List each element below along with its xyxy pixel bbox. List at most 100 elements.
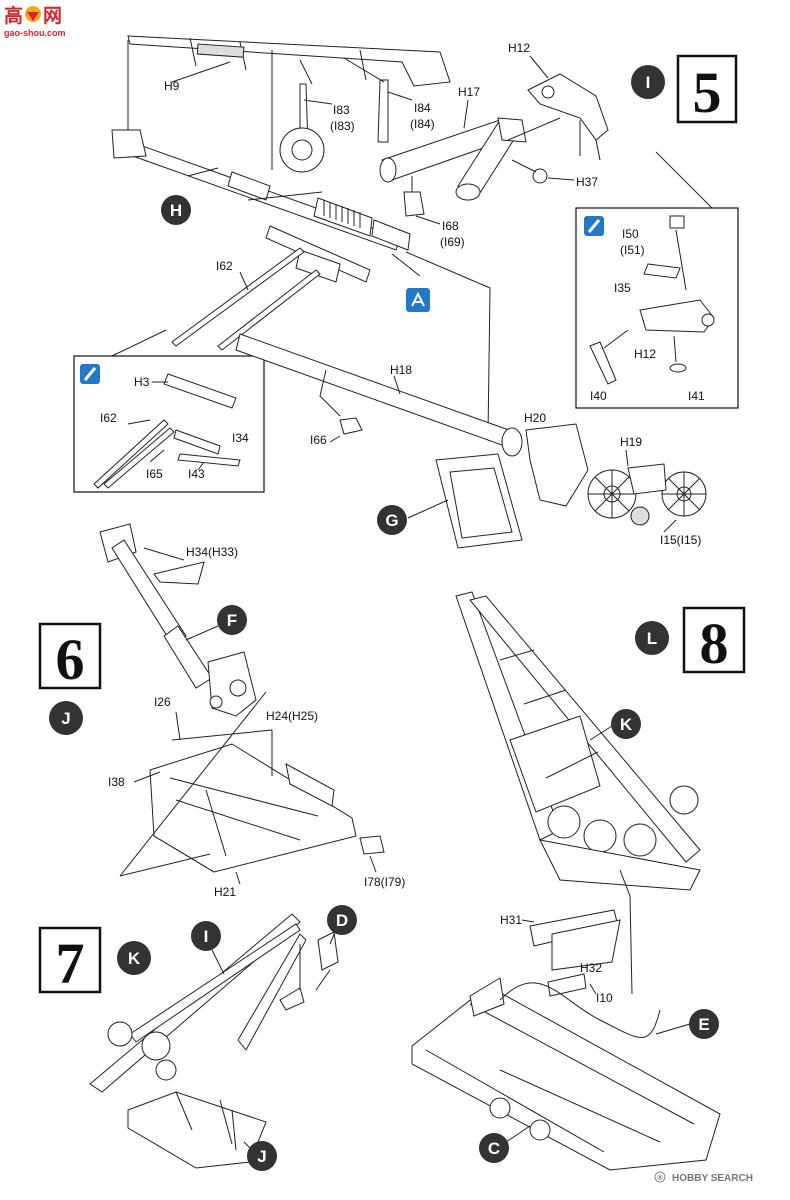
part-spring-assembly <box>265 225 371 283</box>
leader-f <box>185 625 219 641</box>
part-i66 <box>339 417 363 435</box>
callout-h: H <box>161 195 191 225</box>
label-i83b: (I83) <box>330 119 355 133</box>
leader-h12-arrow <box>507 117 561 141</box>
inset-left <box>73 355 265 493</box>
label-i38: I38 <box>108 775 125 789</box>
label-i62b: I62 <box>100 411 117 425</box>
label-i84b: (I84) <box>410 117 435 131</box>
watermark-logo-icon <box>25 6 41 22</box>
leader-h <box>187 167 219 177</box>
leader-h12 <box>529 55 549 79</box>
leader-h31 <box>521 919 535 923</box>
part-i84 <box>377 79 389 143</box>
label-h34: H34(H33) <box>186 545 238 559</box>
label-h32: H32 <box>580 961 602 975</box>
watermark-url: gao-shou.com <box>4 28 66 38</box>
label-i35: I35 <box>614 281 631 295</box>
callout-d: D <box>327 905 357 935</box>
label-i43: I43 <box>188 467 205 481</box>
part-step7-assembly <box>89 913 339 1169</box>
callout-e: E <box>689 1009 719 1039</box>
guide-line <box>247 191 323 201</box>
guide-lines <box>171 711 273 776</box>
label-i78: I78(I79) <box>364 875 405 889</box>
leader-i62 <box>239 271 249 291</box>
svg-text:K: K <box>128 949 141 968</box>
part-h20 <box>525 423 589 507</box>
svg-text:6: 6 <box>56 627 85 692</box>
label-i62: I62 <box>216 259 233 273</box>
leader-inset-left <box>111 329 167 357</box>
label-i41: I41 <box>688 389 705 403</box>
svg-text:C: C <box>488 1139 500 1158</box>
label-h31: H31 <box>500 913 522 927</box>
step-5-box: 5 <box>676 54 738 125</box>
part-i78 <box>359 835 385 855</box>
label-h3: H3 <box>134 375 150 389</box>
svg-text:L: L <box>647 629 657 648</box>
leader-c <box>505 1125 531 1143</box>
part-h34 <box>153 561 205 585</box>
step-8-sub-badge: L <box>635 621 669 655</box>
leader-g <box>407 499 449 519</box>
part-h37 <box>532 168 548 184</box>
label-i51: (I51) <box>620 243 645 257</box>
part-h21-base <box>119 691 357 877</box>
watermark-mark: ® <box>657 1174 663 1182</box>
label-h17: H17 <box>458 85 480 99</box>
part-g-frame <box>435 453 523 549</box>
label-i40: I40 <box>590 389 607 403</box>
leader-i38 <box>133 771 161 783</box>
svg-text:8: 8 <box>700 611 729 676</box>
step-7-box: 7 <box>38 926 102 996</box>
label-h18: H18 <box>390 363 412 377</box>
part-i62-rod <box>171 247 305 347</box>
label-h24: H24(H25) <box>266 709 318 723</box>
callout-k: K <box>611 709 641 739</box>
leader-i84 <box>387 91 413 101</box>
leader-i78 <box>369 855 377 873</box>
label-i65: I65 <box>146 467 163 481</box>
svg-text:J: J <box>257 1147 266 1166</box>
step-5-sub-badge: I <box>631 65 665 99</box>
part-h17-tubes <box>379 117 527 201</box>
svg-text:J: J <box>61 709 70 728</box>
guide-line-k <box>619 869 633 995</box>
callout-j: J <box>247 1141 277 1171</box>
callout-i: I <box>191 921 221 951</box>
part-h9-rail <box>127 35 451 87</box>
svg-text:G: G <box>385 511 398 530</box>
label-i83: I83 <box>333 103 350 117</box>
leader-h21 <box>235 871 241 885</box>
part-i68 <box>403 191 425 217</box>
leader-i15 <box>663 519 677 533</box>
leader-i <box>209 945 225 975</box>
label-i84: I84 <box>414 101 431 115</box>
label-h19: H19 <box>620 435 642 449</box>
label-i69: (I69) <box>440 235 465 249</box>
leader-i10 <box>589 983 597 995</box>
svg-text:K: K <box>620 715 633 734</box>
part-f-assembly <box>99 523 257 717</box>
inset-right <box>575 207 739 409</box>
leader-k <box>589 725 613 741</box>
svg-text:E: E <box>698 1015 709 1034</box>
leader-h34 <box>143 547 185 561</box>
guide-line-long <box>405 251 491 437</box>
label-h21: H21 <box>214 885 236 899</box>
step-6-box: 6 <box>38 622 102 692</box>
bottom-watermark: ® HOBBY SEARCH <box>654 1171 753 1184</box>
label-i10: I10 <box>596 991 613 1005</box>
decal-marker-icon <box>406 288 430 312</box>
label-i26: I26 <box>154 695 171 709</box>
part-h-barrel <box>111 127 411 251</box>
callout-f: F <box>217 605 247 635</box>
leader-arrows <box>299 57 385 85</box>
watermark-brand: HOBBY SEARCH <box>672 1173 753 1184</box>
label-i34: I34 <box>232 431 249 445</box>
svg-text:D: D <box>336 911 348 930</box>
step-8-box: 8 <box>682 606 746 676</box>
watermark-char-1: 高 <box>4 4 23 27</box>
